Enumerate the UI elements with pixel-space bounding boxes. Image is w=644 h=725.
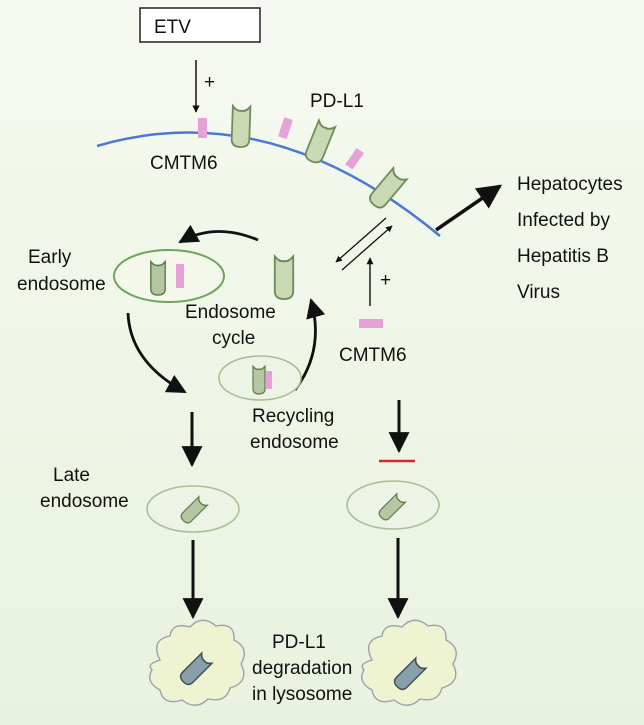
pdl1-label: PD-L1 [310,91,364,112]
etv-label: ETV [154,17,191,38]
pdl1-degradation-label: PD-L1 degradation in lysosome [252,632,358,705]
cmtm6-membrane-mark [198,118,207,138]
plus-right-label: + [380,270,391,291]
cmtm6-free-mark [359,319,383,328]
early-endosome-label: Early endosome [17,247,106,295]
hepatocytes-arrow [435,184,503,232]
pdl1-receptor-icon [273,255,295,300]
internalization-arrow [335,217,387,263]
cmtm6-membrane-mark [278,117,293,140]
late-endosome-label: Late endosome [40,465,129,512]
recycling-arrow [341,225,393,271]
pdl1-receptor-icon [230,105,252,149]
recycling-endosome-label: Recycling endosome [250,406,340,453]
cmtm6-right-label: CMTM6 [339,345,407,366]
cmtm6-membrane-mark [345,147,365,170]
pdl1-receptor-icon [302,119,337,166]
pdl1-receptor-icon [252,365,266,395]
cell-membrane [96,131,441,237]
cmtm6-top-label: CMTM6 [150,153,218,174]
cmtm6-mark [176,264,184,288]
plus-top-label: + [204,72,215,93]
cycle-arrow [126,312,187,394]
cmtm6-mark [266,371,272,389]
hepatocytes-label: Hepatocytes Infected by Hepatitis B Viru… [517,174,628,303]
cycle-arrow [178,224,259,244]
early-endosome [113,249,225,303]
etv-box [139,7,261,43]
endosome-cycle-label: Endosome cycle [185,302,281,349]
pdl1-receptor-icon [150,260,166,296]
lysosome-right [361,619,457,706]
